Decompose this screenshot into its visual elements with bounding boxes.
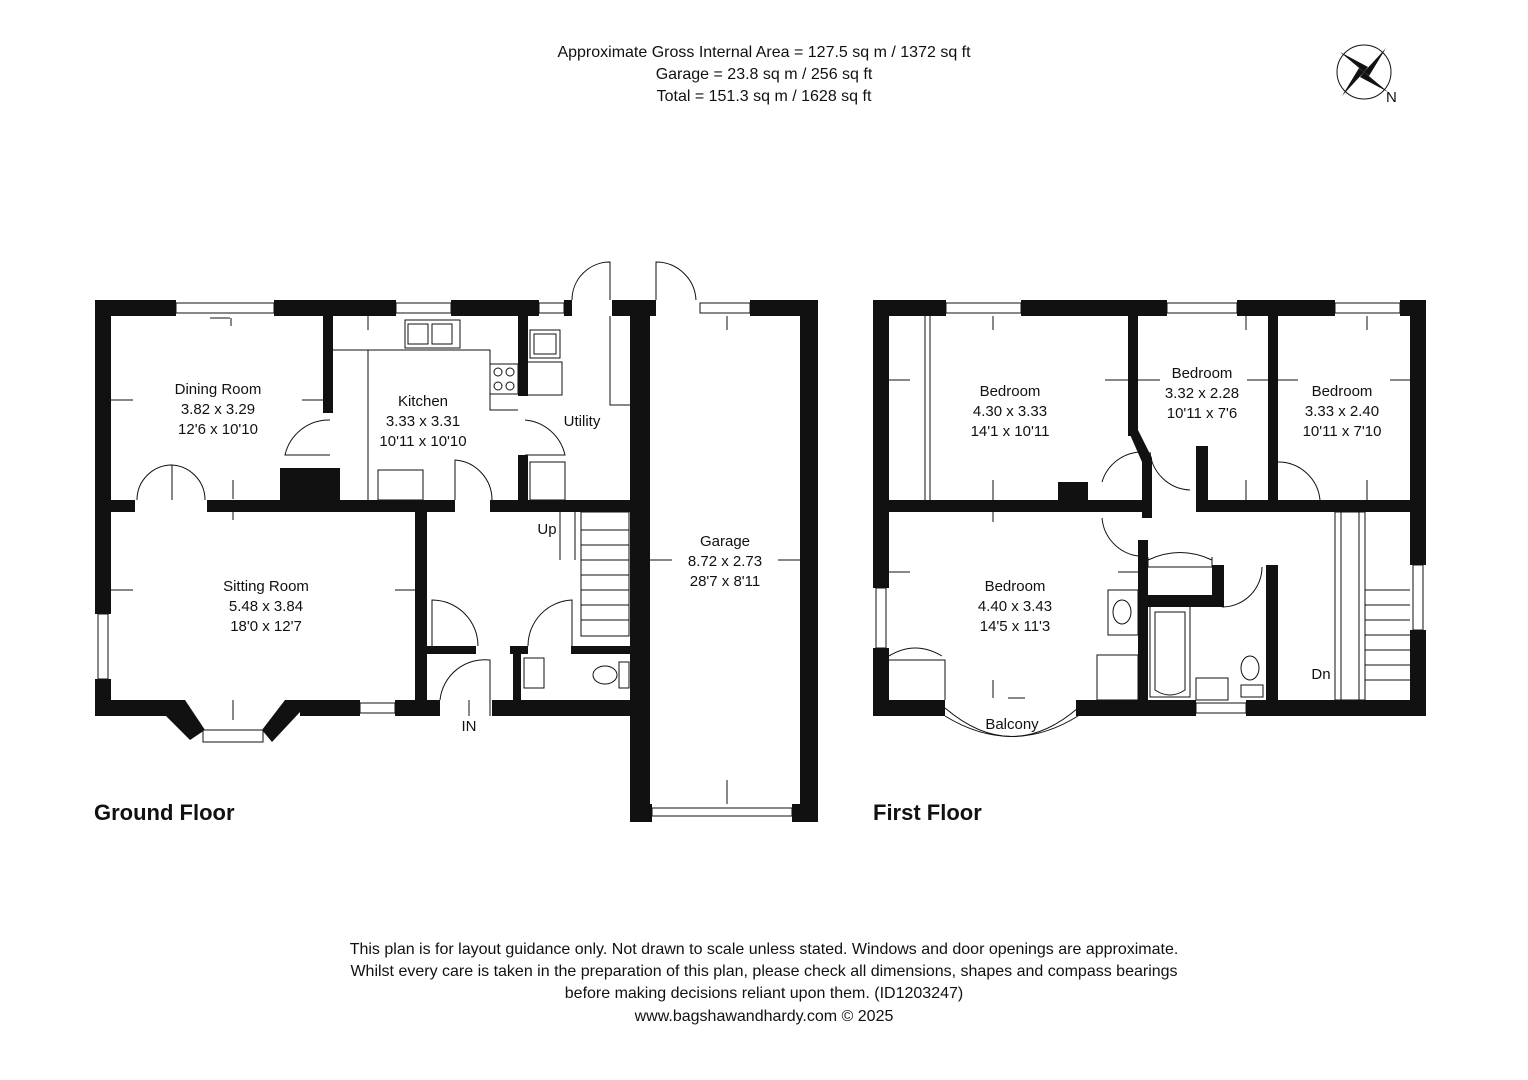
bedroom4-metric: 4.40 x 3.43 <box>978 598 1052 615</box>
bedroom3-imperial: 10'11 x 7'10 <box>1303 423 1382 440</box>
garage-imperial: 28'7 x 8'11 <box>690 573 761 590</box>
dining-room-name: Dining Room <box>175 381 262 398</box>
ground-stairs <box>559 511 630 637</box>
kitchen-imperial: 10'11 x 10'10 <box>379 433 466 450</box>
bedroom2-imperial: 10'11 x 7'6 <box>1167 405 1238 422</box>
bedroom1-name: Bedroom <box>980 383 1041 400</box>
bedroom3-name: Bedroom <box>1312 383 1373 400</box>
garage-area-line: Garage = 23.8 sq m / 256 sq ft <box>655 66 873 83</box>
gross-area-line: Approximate Gross Internal Area = 127.5 … <box>557 44 971 61</box>
kitchen-name: Kitchen <box>398 393 448 410</box>
compass-north-label: N <box>1386 89 1397 106</box>
stairs-up-label: Up <box>537 521 556 538</box>
entrance-label: IN <box>462 718 477 735</box>
bedroom4-name: Bedroom <box>985 578 1046 595</box>
kitchen-metric: 3.33 x 3.31 <box>386 413 460 430</box>
bedroom3-metric: 3.33 x 2.40 <box>1305 403 1379 420</box>
first-floor-stairs <box>1334 511 1410 701</box>
ground-floor-title: Ground Floor <box>94 800 235 825</box>
bedroom1-imperial: 14'1 x 10'11 <box>971 423 1050 440</box>
disclaimer-line-1: This plan is for layout guidance only. N… <box>349 941 1179 958</box>
stairs-down-label: Dn <box>1311 666 1330 683</box>
sitting-room-name: Sitting Room <box>223 578 309 595</box>
ground-floor-plan: Dining Room 3.82 x 3.29 12'6 x 10'10 Kit… <box>95 261 818 822</box>
disclaimer-line-3: before making decisions reliant upon the… <box>564 985 964 1002</box>
disclaimer-line-2: Whilst every care is taken in the prepar… <box>350 963 1178 980</box>
bedroom2-name: Bedroom <box>1172 365 1233 382</box>
dining-room-imperial: 12'6 x 10'10 <box>178 421 258 438</box>
first-floor-title: First Floor <box>873 800 982 825</box>
utility-name: Utility <box>564 413 601 430</box>
total-area-line: Total = 151.3 sq m / 1628 sq ft <box>656 88 872 105</box>
bedroom1-metric: 4.30 x 3.33 <box>973 403 1047 420</box>
sitting-room-imperial: 18'0 x 12'7 <box>230 618 302 635</box>
bedroom4-imperial: 14'5 x 11'3 <box>980 618 1051 635</box>
compass-rose-icon: N <box>1336 44 1397 106</box>
balcony-label: Balcony <box>985 716 1039 733</box>
dining-room-metric: 3.82 x 3.29 <box>181 401 255 418</box>
first-floor-plan: Bedroom 4.30 x 3.33 14'1 x 10'11 Bedroom… <box>873 300 1426 737</box>
garage-name: Garage <box>700 533 750 550</box>
copyright-line: www.bagshawandhardy.com © 2025 <box>634 1008 894 1025</box>
sitting-room-metric: 5.48 x 3.84 <box>229 598 303 615</box>
bedroom2-metric: 3.32 x 2.28 <box>1165 385 1239 402</box>
garage-metric: 8.72 x 2.73 <box>688 553 762 570</box>
